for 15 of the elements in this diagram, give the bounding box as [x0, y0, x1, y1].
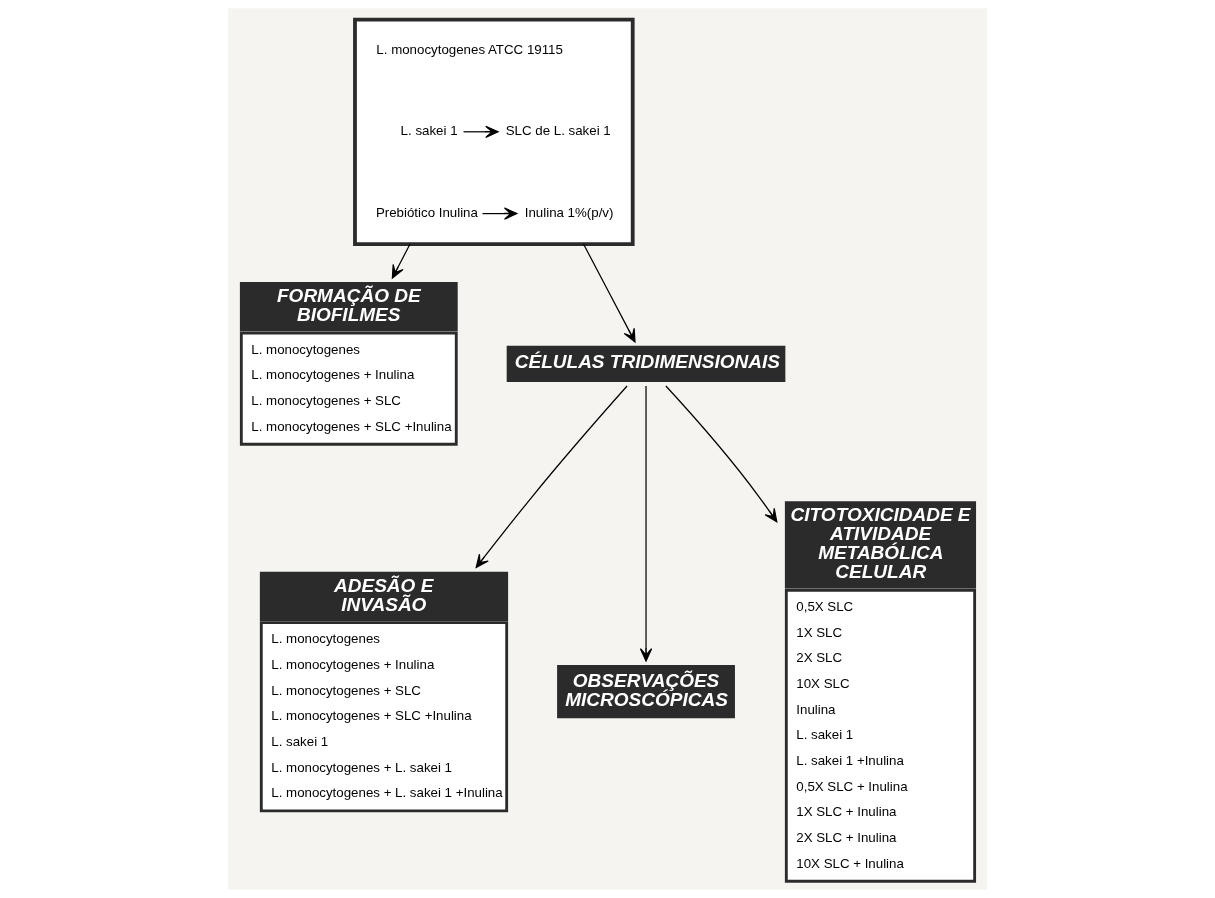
cluster [353, 17, 635, 246]
arrow [475, 385, 628, 568]
node-text: SLC de L. sakei 1 [505, 123, 611, 139]
arrow [391, 243, 411, 279]
node-text: Prebiótico Inulina [375, 205, 478, 221]
node-text: Inulina 1%(p/v) [524, 205, 614, 221]
arrow [639, 385, 653, 662]
node-text: L. sakei 1 [400, 123, 458, 139]
arrow [462, 125, 499, 138]
arrow [481, 207, 518, 220]
node-text: L. monocytogenes ATCC 19115 [376, 41, 563, 57]
node-box: CÉLULAS TRIDIMENSIONAIS [506, 345, 786, 382]
arrow [582, 243, 636, 343]
arrow [665, 385, 778, 523]
node-box: OBSERVAÇÕES MICROSCÓPICAS [557, 664, 735, 719]
